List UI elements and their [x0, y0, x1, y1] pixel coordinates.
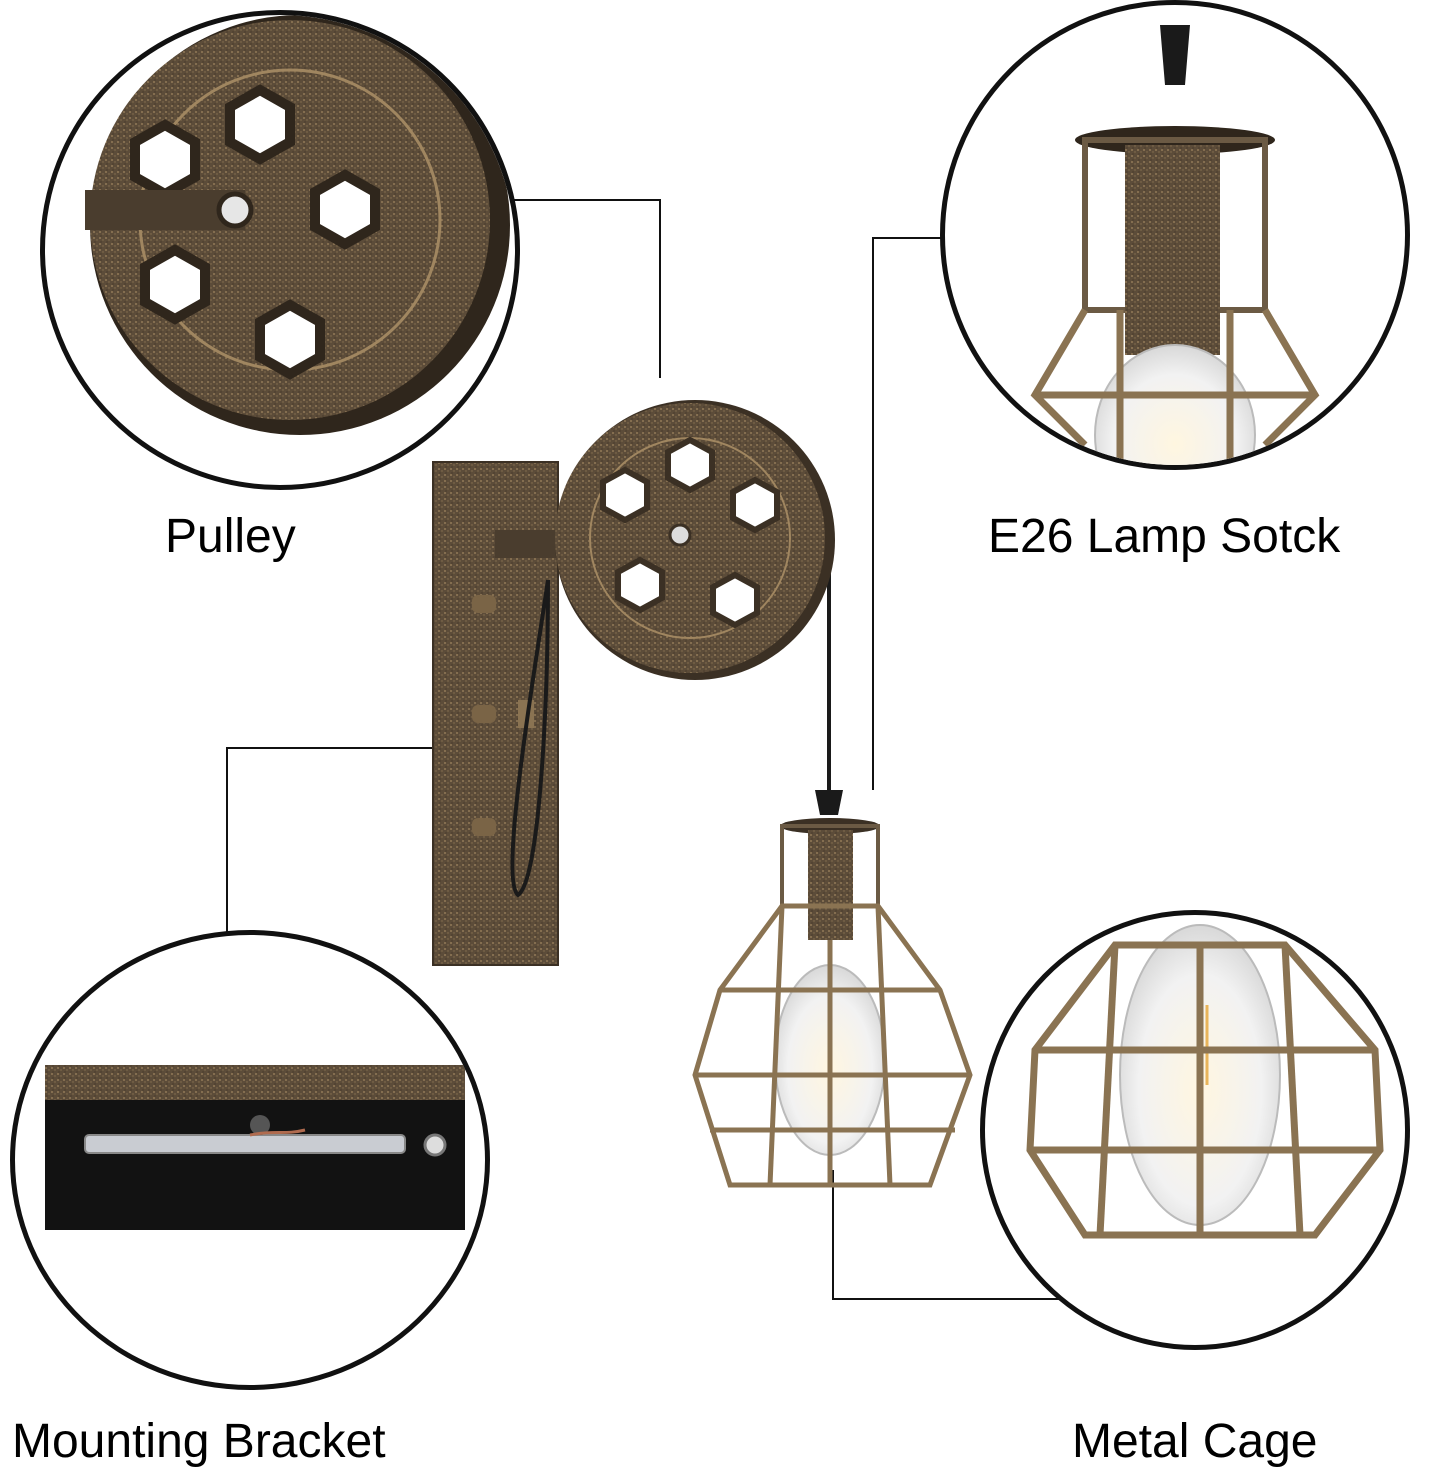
pulley-illustration	[555, 400, 835, 680]
cage-label: Metal Cage	[1072, 1415, 1318, 1468]
connector-bracket	[226, 747, 433, 935]
connector-cage	[832, 1170, 1060, 1300]
cage-detail-image	[1026, 924, 1384, 1239]
pulley-label: Pulley	[165, 510, 296, 563]
bracket-label: Mounting Bracket	[12, 1415, 386, 1468]
socket-label: E26 Lamp Sotck	[988, 510, 1341, 563]
cable-loop	[510, 579, 550, 898]
bracket-detail-circle	[10, 930, 490, 1390]
lamp-illustration	[692, 790, 973, 1188]
connector-socket	[872, 237, 945, 790]
bracket-detail-image	[45, 1065, 465, 1230]
cage-detail-circle	[980, 910, 1410, 1350]
socket-detail-circle	[940, 0, 1410, 470]
socket-detail-image	[1030, 25, 1320, 465]
pulley-detail-image	[85, 15, 510, 435]
connector-pulley	[470, 199, 661, 378]
pulley-detail-circle	[40, 10, 520, 490]
